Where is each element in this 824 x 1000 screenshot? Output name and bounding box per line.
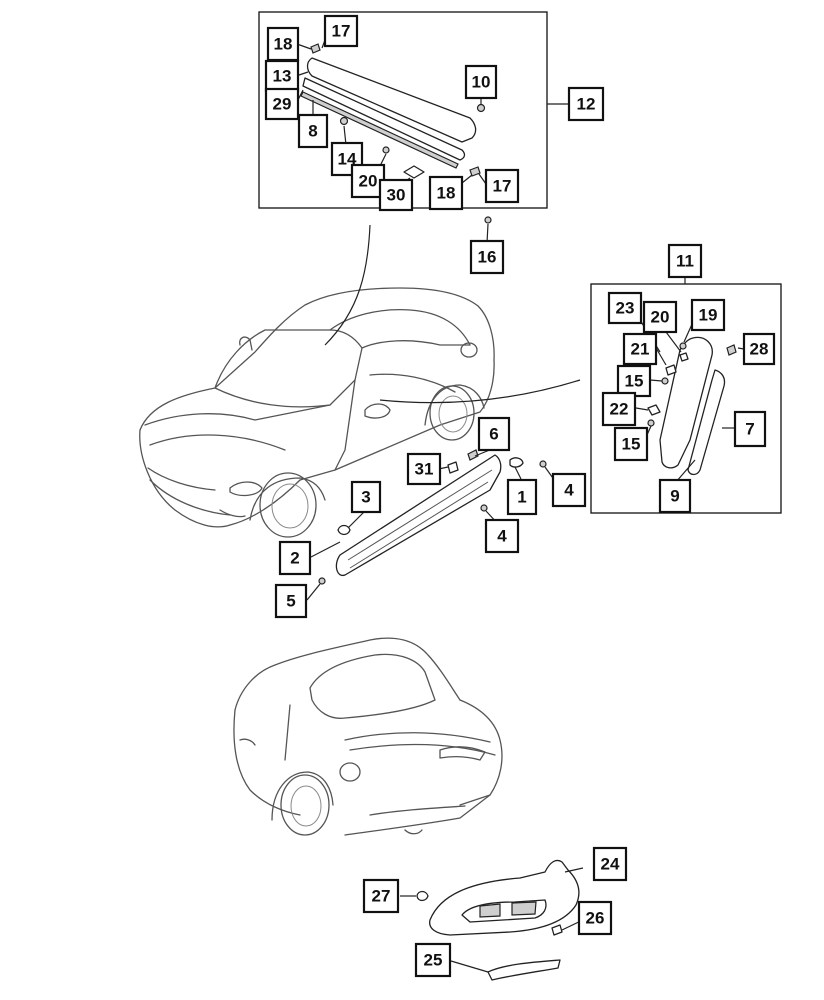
svg-text:31: 31 (415, 460, 434, 479)
svg-text:23: 23 (616, 299, 635, 318)
sill-parts (318, 449, 547, 585)
svg-text:26: 26 (586, 909, 605, 928)
svg-text:15: 15 (622, 435, 641, 454)
callout-18-a: 18 (266, 26, 300, 62)
callout-14: 14 (330, 141, 364, 177)
svg-text:20: 20 (651, 308, 670, 327)
svg-text:20: 20 (359, 172, 378, 191)
svg-text:14: 14 (338, 150, 357, 169)
svg-text:3: 3 (361, 488, 370, 507)
callout-6: 6 (477, 416, 511, 452)
svg-text:19: 19 (699, 306, 718, 325)
callout-15-a: 15 (616, 364, 652, 398)
callout-5: 5 (274, 583, 308, 619)
svg-text:22: 22 (610, 400, 629, 419)
callout-28: 28 (742, 332, 776, 366)
svg-text:21: 21 (631, 340, 650, 359)
callout-30: 30 (378, 178, 414, 212)
callout-8: 8 (297, 113, 329, 149)
svg-text:30: 30 (387, 186, 406, 205)
svg-text:5: 5 (286, 592, 295, 611)
rear-car-illustration (233, 637, 503, 836)
svg-text:16: 16 (478, 248, 497, 267)
callout-24: 24 (592, 846, 628, 882)
callout-4-b: 4 (484, 518, 520, 554)
callout-23: 23 (607, 291, 643, 325)
taillight-parts (416, 859, 580, 981)
callout-27: 27 (362, 878, 400, 914)
callout-20-b: 20 (642, 300, 678, 334)
callout-18-b: 18 (428, 175, 464, 211)
callout-15-b: 15 (613, 426, 649, 462)
callout-13: 13 (264, 59, 300, 93)
svg-text:15: 15 (625, 372, 644, 391)
svg-text:1: 1 (517, 488, 526, 507)
callout-22: 22 (601, 391, 637, 427)
svg-text:17: 17 (493, 177, 512, 196)
callout-29: 29 (264, 87, 300, 121)
pillar-trim-parts (647, 336, 737, 476)
svg-text:13: 13 (273, 67, 292, 86)
callout-1: 1 (506, 478, 538, 516)
svg-text:17: 17 (332, 22, 351, 41)
svg-text:18: 18 (437, 184, 456, 203)
callout-3: 3 (350, 480, 382, 514)
svg-text:24: 24 (601, 855, 620, 874)
callout-26: 26 (577, 900, 613, 936)
svg-text:18: 18 (274, 35, 293, 54)
callout-11: 11 (667, 243, 703, 279)
callout-21: 21 (622, 332, 658, 366)
svg-text:10: 10 (472, 73, 491, 92)
svg-text:25: 25 (424, 951, 443, 970)
svg-text:28: 28 (750, 340, 769, 359)
callout-2: 2 (278, 540, 312, 576)
svg-text:12: 12 (577, 95, 596, 114)
callout-9: 9 (658, 478, 692, 514)
front-car-illustration (139, 287, 495, 538)
callout-31: 31 (406, 452, 442, 486)
callout-25: 25 (414, 942, 452, 978)
svg-text:29: 29 (273, 95, 292, 114)
svg-text:4: 4 (564, 481, 574, 500)
roof-molding-parts (300, 43, 492, 224)
callout-4-a: 4 (551, 472, 587, 508)
svg-text:9: 9 (670, 487, 679, 506)
callout-12: 12 (567, 86, 605, 122)
callout-7: 7 (733, 410, 767, 448)
svg-text:2: 2 (290, 549, 299, 568)
callout-16: 16 (469, 239, 505, 275)
svg-text:7: 7 (745, 420, 754, 439)
svg-text:11: 11 (676, 252, 694, 271)
callout-17-a: 17 (323, 14, 359, 48)
svg-text:6: 6 (489, 425, 498, 444)
svg-text:4: 4 (497, 527, 507, 546)
svg-text:27: 27 (372, 887, 391, 906)
callout-10: 10 (464, 64, 498, 100)
callout-19: 19 (690, 298, 726, 332)
callout-17-b: 17 (484, 168, 520, 204)
svg-text:8: 8 (308, 122, 317, 141)
